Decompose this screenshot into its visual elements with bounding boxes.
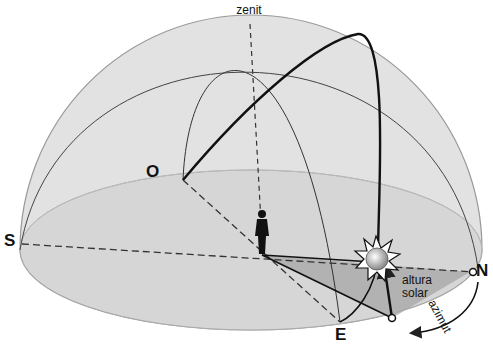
cardinal-south: S <box>4 232 15 250</box>
sun-symbol <box>355 236 400 281</box>
cardinal-west: O <box>146 163 159 181</box>
meridian-arc <box>20 72 478 268</box>
meridian-arc <box>183 70 340 322</box>
projection-point <box>389 315 396 322</box>
altitude-label: altura solar <box>402 274 444 299</box>
sun-path <box>183 34 380 255</box>
sky-dome <box>20 15 482 330</box>
west-east-axis <box>183 180 340 322</box>
observer-figure <box>255 210 269 254</box>
zenith-axis <box>250 24 262 240</box>
sun-ray <box>262 255 373 262</box>
zenith-label: zenit <box>236 4 261 17</box>
cardinal-east: E <box>335 326 346 344</box>
south-north-axis <box>22 244 474 272</box>
horizon-plane <box>20 170 482 330</box>
cardinal-north: N <box>476 262 488 280</box>
north-point <box>470 269 477 276</box>
horizon-back <box>20 170 482 250</box>
